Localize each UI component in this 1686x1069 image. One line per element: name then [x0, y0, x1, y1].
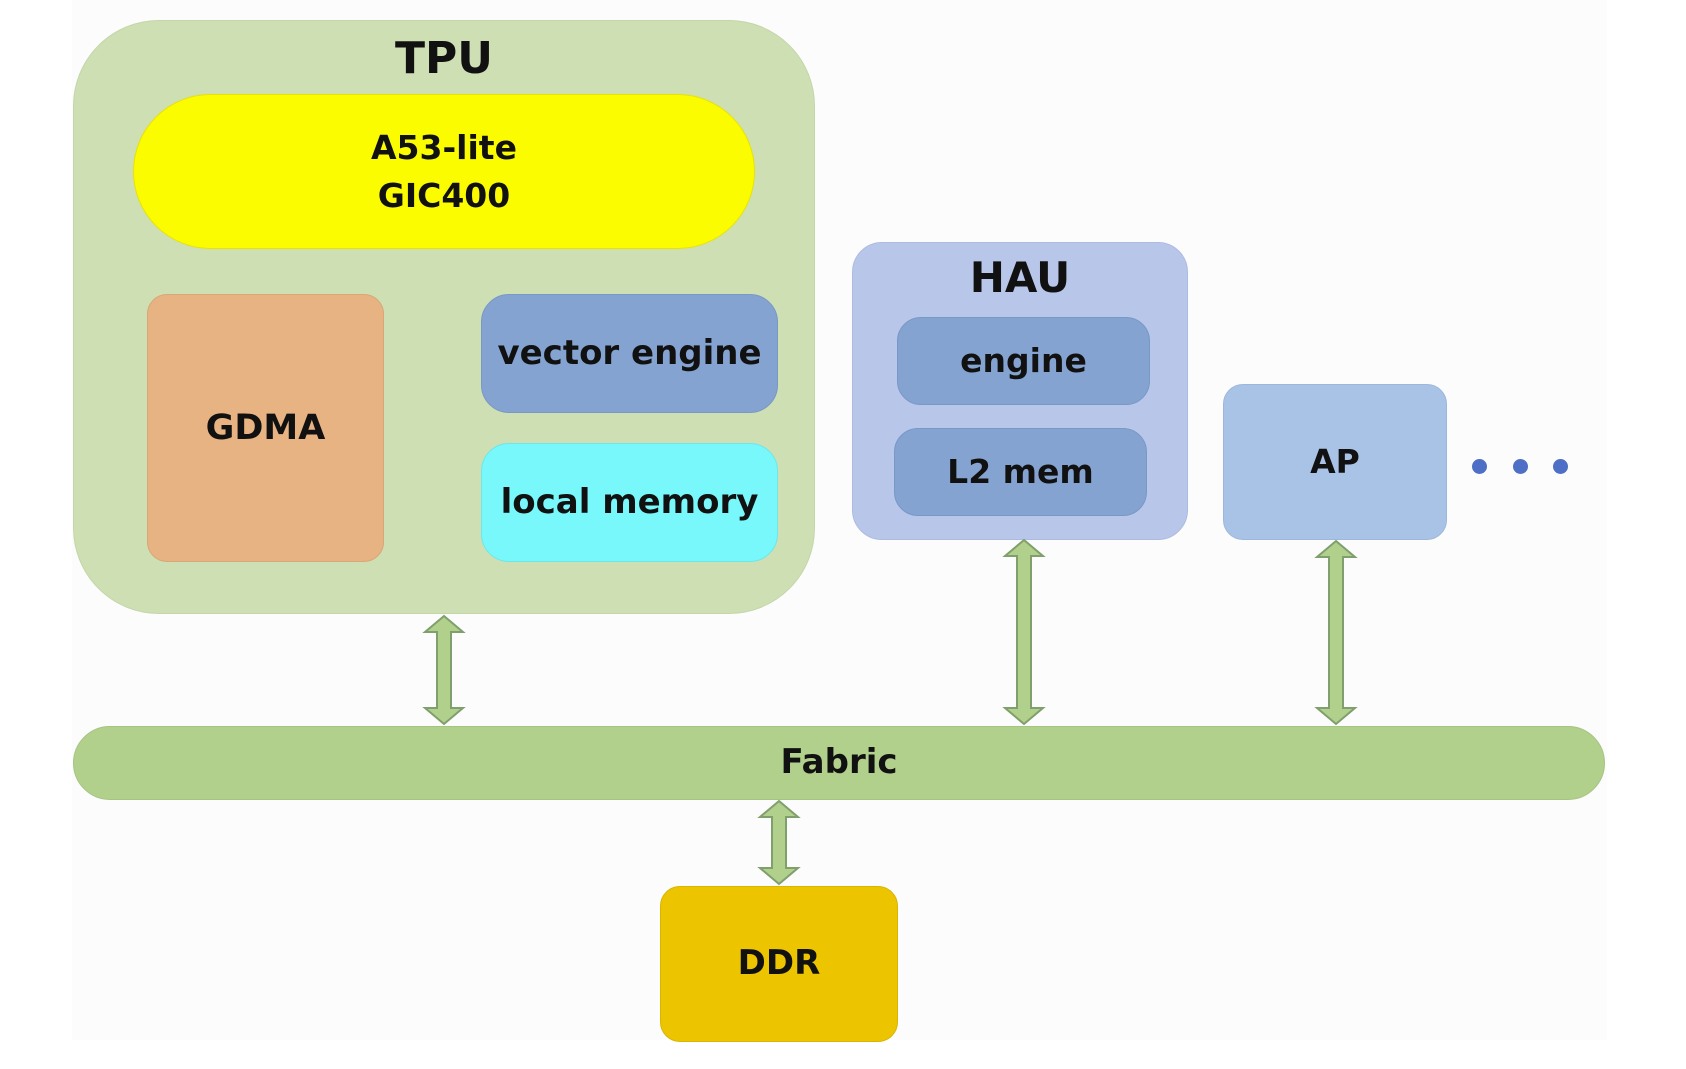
vector-engine-block: vector engine: [481, 294, 778, 413]
local-memory-label: local memory: [500, 481, 759, 522]
gdma-block: GDMA: [147, 294, 384, 562]
ddr-block: DDR: [660, 886, 898, 1042]
ellipsis-dot: [1512, 458, 1528, 474]
ap-block: AP: [1223, 384, 1447, 540]
a53-lite-gic400-block: A53-lite GIC400: [133, 94, 755, 249]
fabric-label: Fabric: [780, 742, 898, 783]
tpu-title: TPU: [395, 33, 493, 84]
l2-mem-label: L2 mem: [947, 452, 1094, 492]
fabric-bus: Fabric: [73, 726, 1605, 800]
l2-mem-block: L2 mem: [894, 428, 1147, 516]
vector-engine-label: vector engine: [497, 332, 762, 373]
local-memory-block: local memory: [481, 443, 778, 562]
hau-engine-block: engine: [897, 317, 1150, 405]
ellipsis-dot: [1472, 458, 1487, 474]
ddr-label: DDR: [737, 943, 821, 984]
a53-lite-gic400-label: A53-lite GIC400: [371, 127, 517, 215]
ap-label: AP: [1310, 442, 1360, 482]
hau-engine-label: engine: [960, 341, 1087, 381]
hau-title: HAU: [969, 253, 1071, 302]
more-components-ellipsis: [1472, 454, 1568, 478]
gdma-label: GDMA: [205, 407, 326, 448]
ellipsis-dot: [1553, 458, 1568, 474]
